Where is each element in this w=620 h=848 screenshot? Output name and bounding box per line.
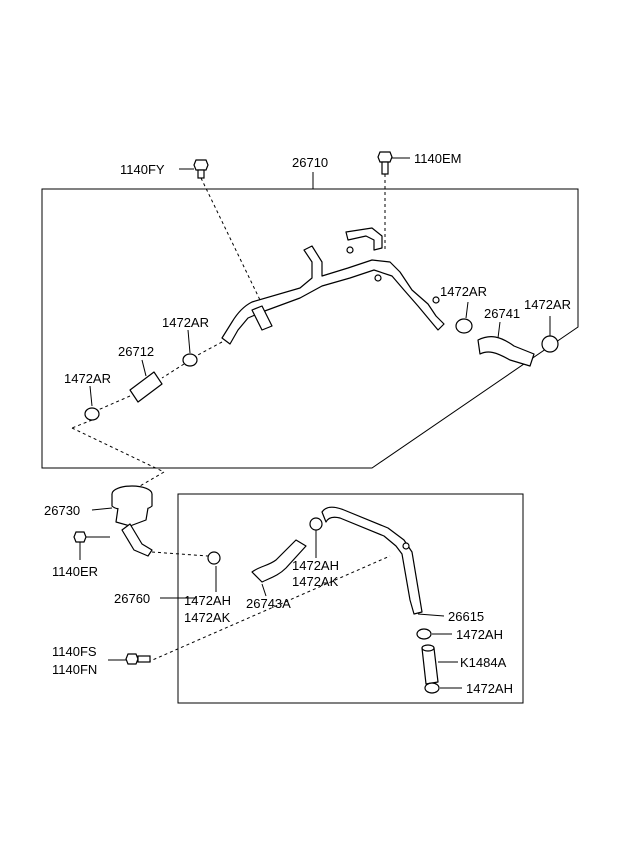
clamp-1472ah-d-icon — [424, 682, 462, 694]
label-26741: 26741 — [484, 306, 520, 321]
dash-link-a — [71, 419, 93, 429]
hose-26712-icon — [97, 359, 185, 411]
label-1472ak-b: 1472AK — [292, 574, 339, 589]
hose-k1484a-icon — [421, 644, 458, 685]
label-1140fy: 1140FY — [120, 162, 165, 177]
valve-26730-icon — [91, 485, 153, 557]
label-1472ar-left: 1472AR — [64, 371, 111, 386]
bolt-1140fy-icon — [179, 159, 261, 301]
clamp-1472ah-a-icon — [207, 551, 221, 592]
label-1472ah-d: 1472AH — [466, 681, 513, 696]
label-1472ar-right-a: 1472AR — [440, 284, 487, 299]
clamp-1472ar-right-b-icon — [541, 316, 559, 353]
hose-26741-icon — [477, 321, 535, 367]
label-26615: 26615 — [448, 609, 484, 624]
label-26743a: 26743A — [246, 596, 291, 611]
dash-link-b — [71, 427, 165, 473]
dash-link-c — [139, 471, 165, 487]
label-1472ar-mid: 1472AR — [162, 315, 209, 330]
clamp-1472ah-c-icon — [416, 628, 452, 640]
label-1472ah-a: 1472AH — [184, 593, 231, 608]
clamp-1472ar-mid-icon — [182, 329, 198, 367]
clamp-1472ar-left-icon — [84, 385, 100, 421]
label-1140fn: 1140FN — [52, 662, 97, 677]
label-26712: 26712 — [118, 344, 154, 359]
label-1472ar-right-b: 1472AR — [524, 297, 571, 312]
label-1140em: 1140EM — [414, 151, 461, 166]
upper-frame — [41, 188, 579, 469]
dash-link-d — [151, 551, 209, 557]
label-26710: 26710 — [292, 155, 328, 170]
clamp-1472ah-b-icon — [309, 517, 323, 558]
bolt-1140er-icon — [73, 531, 110, 560]
bolt-1140fs-icon — [108, 653, 151, 665]
clamp-1472ar-right-a-icon — [455, 301, 473, 334]
tube-assembly-26710-icon — [195, 227, 445, 357]
label-1472ah-c: 1472AH — [456, 627, 503, 642]
dash-link-e — [147, 555, 391, 663]
bolt-1140em-icon — [377, 151, 410, 252]
hose-26743a-icon — [251, 539, 307, 597]
label-1140er: 1140ER — [52, 564, 98, 579]
label-1472ak-a: 1472AK — [184, 610, 231, 625]
pipe-26615-icon — [321, 506, 445, 617]
label-26730: 26730 — [44, 503, 80, 518]
label-k1484a: K1484A — [460, 655, 507, 670]
label-1140fs: 1140FS — [52, 644, 97, 659]
label-1472ah-b: 1472AH — [292, 558, 339, 573]
label-26760: 26760 — [114, 591, 150, 606]
